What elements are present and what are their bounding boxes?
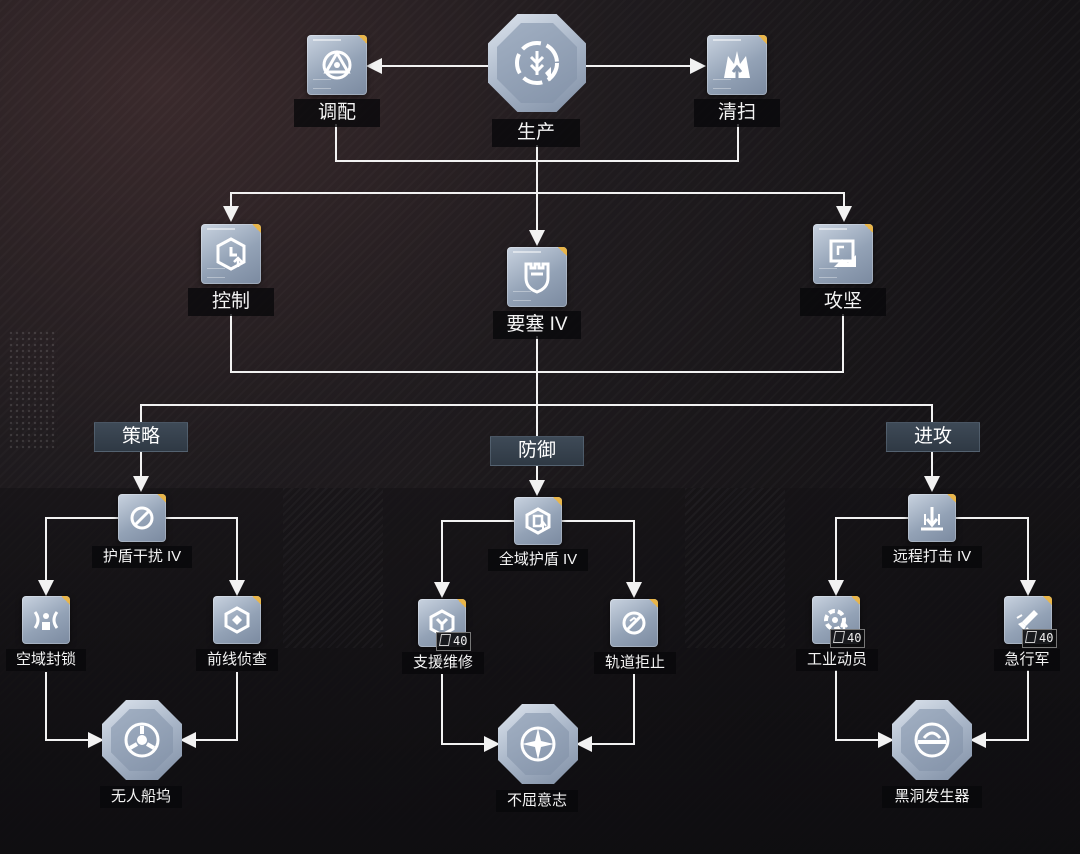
black-hole-generator-label: 黑洞发生器 [882, 786, 982, 808]
tile-decoration [207, 228, 235, 230]
level-badge-icon [1024, 631, 1038, 643]
assault-fist-icon [829, 239, 856, 267]
bg-panel [685, 488, 785, 648]
tile-decoration [713, 79, 731, 89]
category-defense[interactable]: 防御 [490, 436, 584, 466]
support-repair-label: 支援维修 [402, 652, 484, 674]
long-range-strike-icon [921, 507, 943, 531]
level-badge-icon [832, 631, 846, 643]
bg-panel [283, 488, 383, 648]
black-hole-generator-node[interactable] [892, 700, 972, 780]
dot-grid-decoration [8, 330, 58, 450]
tile-decoration [313, 79, 331, 89]
tile-decoration [819, 228, 847, 230]
drone-dock-node[interactable] [102, 700, 182, 780]
forced-march-badge-value: 40 [1039, 631, 1054, 645]
industrial-mobilize-badge-value: 40 [847, 631, 862, 645]
forced-march-label: 急行军 [994, 649, 1060, 671]
tile-decoration [513, 291, 531, 301]
global-shield-icon [525, 507, 551, 535]
category-offense[interactable]: 进攻 [886, 422, 980, 452]
unyielding-will-icon [520, 726, 556, 762]
frontline-scout-icon [224, 606, 250, 634]
sweep-label: 清扫 [694, 99, 780, 127]
allocation-label: 调配 [294, 99, 380, 127]
sweep-node[interactable] [707, 35, 767, 95]
black-hole-generator-icon [914, 722, 950, 758]
tile-decoration [713, 39, 741, 41]
airspace-lock-node[interactable] [22, 596, 70, 644]
control-label: 控制 [188, 288, 274, 316]
allocation-node[interactable] [307, 35, 367, 95]
control-node[interactable] [201, 224, 261, 284]
tile-decoration [313, 39, 341, 41]
forced-march-level-badge: 40 [1022, 629, 1058, 648]
global-shield-label: 全域护盾 IV [488, 549, 588, 571]
unyielding-will-label: 不屈意志 [496, 790, 578, 812]
airspace-lock-label: 空域封锁 [6, 649, 86, 671]
fortress-label: 要塞 IV [493, 311, 581, 339]
support-repair-level-badge: 40 [436, 632, 472, 651]
airspace-lock-icon [33, 611, 59, 630]
frontline-scout-label: 前线侦查 [196, 649, 278, 671]
global-shield-node[interactable] [514, 497, 562, 545]
control-clock-icon [216, 237, 246, 271]
orbital-deny-label: 轨道拒止 [594, 652, 676, 674]
long-range-strike-node[interactable] [908, 494, 956, 542]
drone-dock-icon [124, 722, 160, 758]
orbital-deny-node[interactable] [610, 599, 658, 647]
production-node[interactable] [488, 14, 586, 112]
drone-dock-label: 无人船坞 [100, 786, 182, 808]
fortress-node[interactable] [507, 247, 567, 307]
tile-decoration [207, 268, 225, 278]
level-badge-icon [438, 634, 452, 646]
tile-decoration [513, 251, 541, 253]
shield-disrupt-icon [130, 506, 154, 530]
production-label: 生产 [492, 119, 580, 147]
long-range-strike-label: 远程打击 IV [882, 546, 982, 568]
shield-disrupt-node[interactable] [118, 494, 166, 542]
category-strategy[interactable]: 策略 [94, 422, 188, 452]
fortress-shield-icon [524, 262, 550, 294]
production-wheat-gear-icon [515, 41, 559, 85]
industrial-mobilize-level-badge: 40 [830, 629, 866, 648]
support-repair-badge-value: 40 [453, 634, 468, 648]
allocation-triangle-icon [322, 50, 352, 80]
orbital-deny-icon [622, 611, 646, 635]
sweep-explosion-icon [724, 51, 750, 80]
unyielding-will-node[interactable] [498, 704, 578, 784]
shield-disrupt-label: 护盾干扰 IV [92, 546, 192, 568]
tile-decoration [819, 268, 837, 278]
assault-label: 攻坚 [800, 288, 886, 316]
industrial-mobilize-label: 工业动员 [796, 649, 878, 671]
frontline-scout-node[interactable] [213, 596, 261, 644]
assault-node[interactable] [813, 224, 873, 284]
